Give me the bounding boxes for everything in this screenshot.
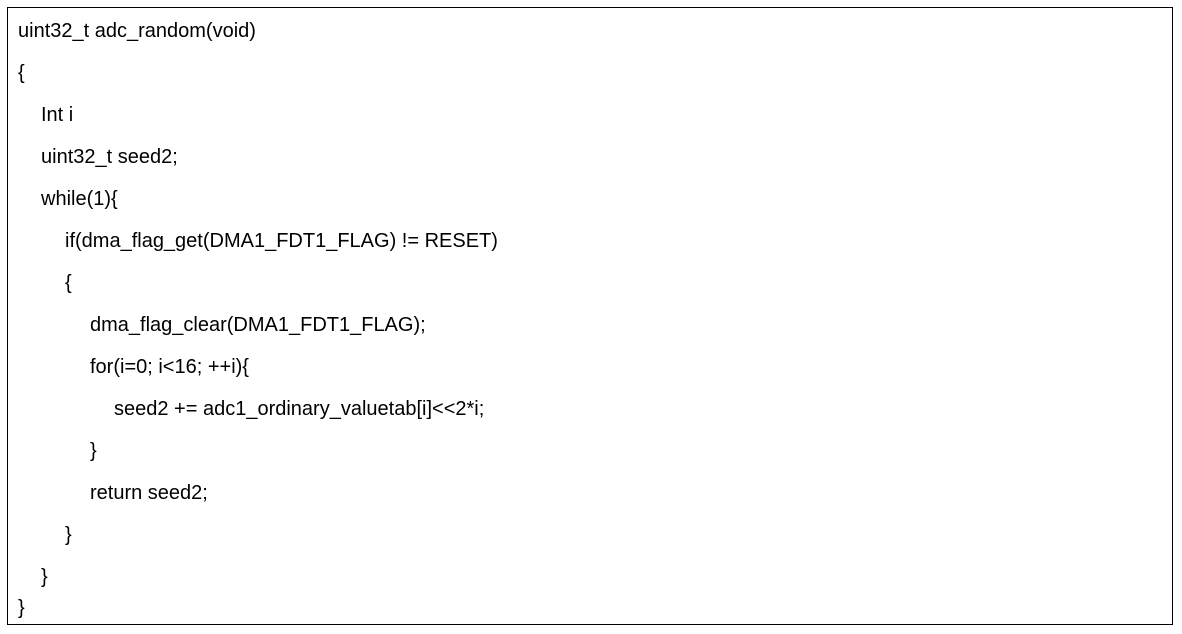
code-line: } bbox=[65, 524, 72, 546]
code-line: uint32_t seed2; bbox=[41, 146, 178, 168]
code-line: { bbox=[65, 272, 72, 294]
code-line: seed2 += adc1_ordinary_valuetab[i]<<2*i; bbox=[114, 398, 485, 420]
code-line: { bbox=[18, 62, 25, 84]
code-line: while(1){ bbox=[41, 188, 118, 210]
code-line: } bbox=[18, 597, 25, 619]
code-line: uint32_t adc_random(void) bbox=[18, 20, 256, 42]
code-line: Int i bbox=[41, 104, 74, 126]
code-line: return seed2; bbox=[90, 482, 208, 504]
code-line: } bbox=[41, 566, 48, 588]
code-block: uint32_t adc_random(void) { Int i uint32… bbox=[7, 7, 1173, 625]
code-line: dma_flag_clear(DMA1_FDT1_FLAG); bbox=[90, 314, 426, 336]
code-line: for(i=0; i<16; ++i){ bbox=[90, 356, 249, 378]
code-line: } bbox=[90, 440, 97, 462]
code-line: if(dma_flag_get(DMA1_FDT1_FLAG) != RESET… bbox=[65, 230, 498, 252]
